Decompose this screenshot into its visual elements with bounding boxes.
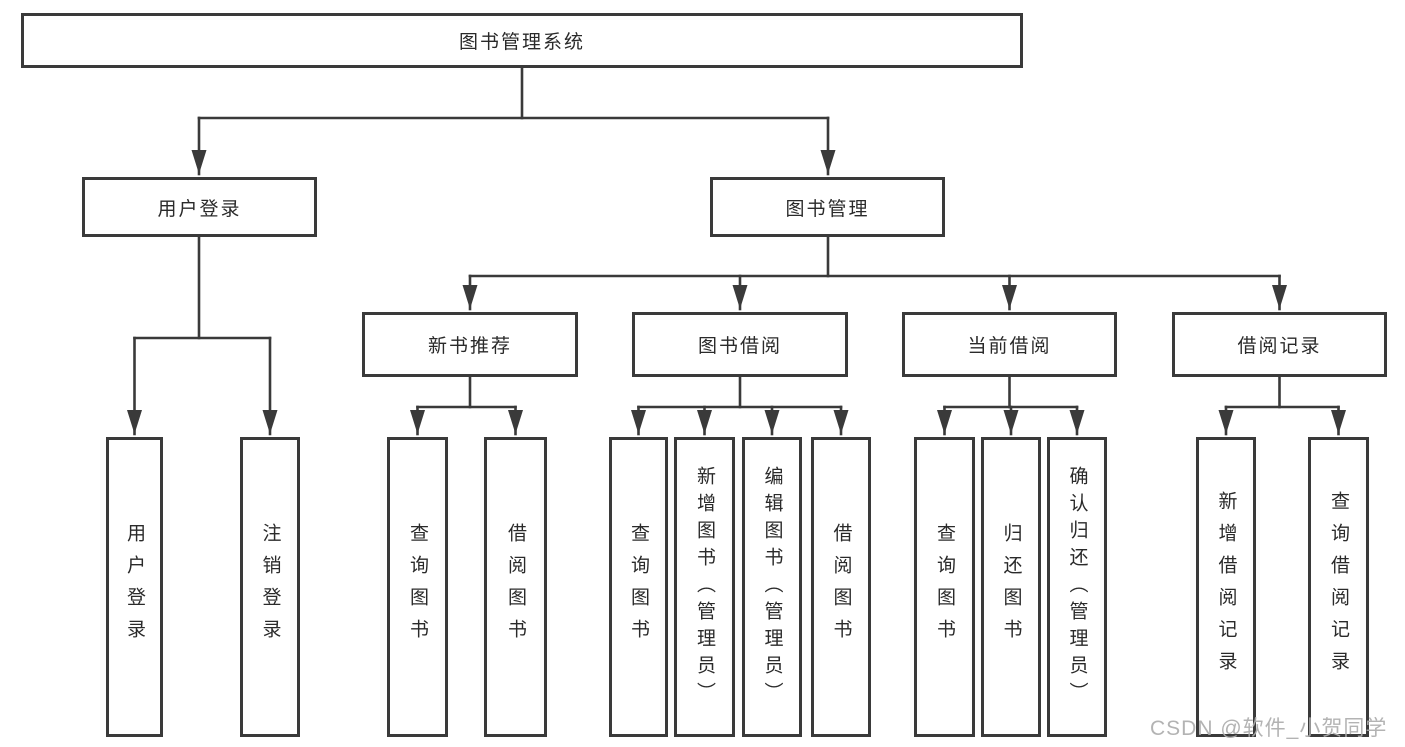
node-leaf-confirm-return-admin: 确认归还（管理员） [1047,437,1107,737]
csdn-watermark: CSDN @软件_小贺同学 [1150,717,1388,740]
node-leaf-return-books: 归还图书 [981,437,1041,737]
node-book-borrowing: 图书借阅 [632,312,848,377]
node-user-login: 用户登录 [82,177,317,237]
node-leaf-query-books-3: 查询图书 [914,437,975,737]
node-leaf-query-books-1: 查询图书 [387,437,448,737]
node-leaf-edit-books-admin: 编辑图书（管理员） [742,437,802,737]
node-leaf-user-login: 用户登录 [106,437,163,737]
node-leaf-query-borrow-record: 查询借阅记录 [1308,437,1369,737]
node-leaf-logout: 注销登录 [240,437,300,737]
node-leaf-query-books-2: 查询图书 [609,437,668,737]
node-leaf-add-borrow-record: 新增借阅记录 [1196,437,1256,737]
node-leaf-borrow-books-2: 借阅图书 [811,437,871,737]
node-leaf-borrow-books-1: 借阅图书 [484,437,547,737]
node-leaf-add-books-admin: 新增图书（管理员） [674,437,735,737]
node-book-management: 图书管理 [710,177,945,237]
node-library-management-system: 图书管理系统 [21,13,1023,68]
node-new-book-recommendation: 新书推荐 [362,312,578,377]
node-borrowing-records: 借阅记录 [1172,312,1387,377]
node-current-borrowing: 当前借阅 [902,312,1117,377]
